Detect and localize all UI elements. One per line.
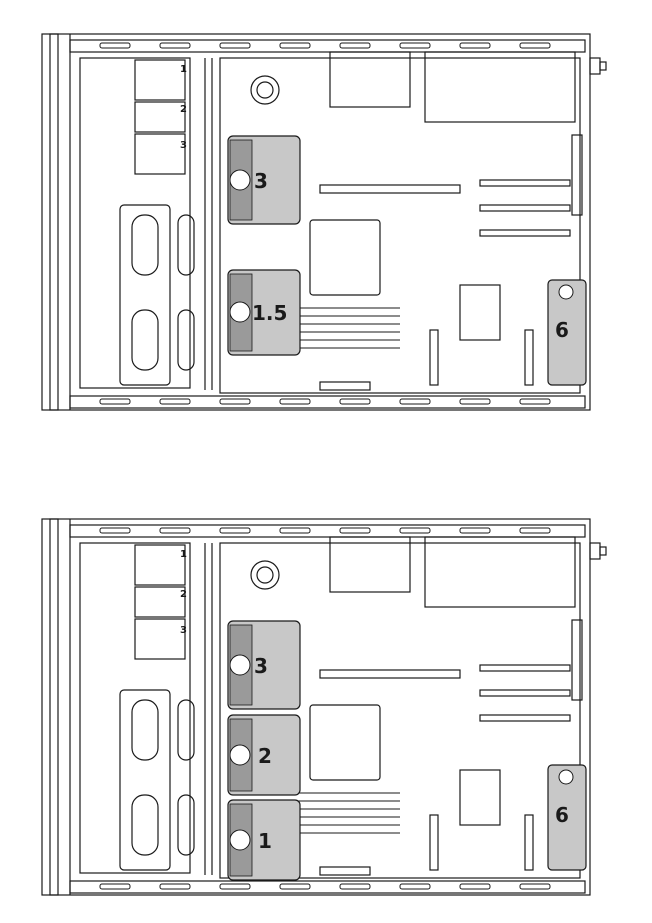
fan-icon — [230, 170, 250, 190]
fan-module-6: 6 — [548, 765, 586, 870]
chassis-outline — [42, 34, 590, 410]
bay-label-1: 1 — [180, 549, 187, 560]
fan-icon — [559, 285, 573, 299]
psu-bay — [330, 52, 410, 107]
fan-label: 1.5 — [252, 301, 287, 325]
bay-label-3: 3 — [180, 625, 187, 636]
fan-module-3: 3 — [228, 621, 300, 709]
fan-label: 3 — [254, 169, 268, 193]
fan-label: 6 — [555, 318, 569, 342]
fan-icon — [230, 655, 250, 675]
front-bezel — [50, 34, 58, 410]
chassis-drawing: 1 2 3 3 2 1 6 — [40, 515, 620, 900]
fan-icon — [230, 302, 250, 322]
fan-label: 2 — [258, 744, 272, 768]
cpu-heatsink — [310, 220, 380, 295]
chassis-diagram-bottom: 1 2 3 3 2 1 6 — [40, 515, 620, 900]
bay-label-1: 1 — [180, 64, 187, 75]
front-bezel — [50, 519, 58, 895]
fan-module-2: 2 — [228, 715, 300, 795]
cpu-heatsink — [310, 705, 380, 780]
bay-label-3: 3 — [180, 140, 187, 151]
fan-module-1-5: 1.5 — [228, 270, 300, 355]
fan-module-3: 3 — [228, 136, 300, 224]
fan-label: 6 — [555, 803, 569, 827]
fan-label: 3 — [254, 654, 268, 678]
psu-bay — [330, 537, 410, 592]
fan-icon — [559, 770, 573, 784]
fan-module-1: 1 — [228, 800, 300, 880]
chassis-drawing: 1 2 3 3 1.5 6 — [40, 30, 620, 415]
fan-icon — [230, 745, 250, 765]
chassis-diagram-top: 1 2 3 3 1.5 6 — [40, 30, 620, 415]
fan-module-6: 6 — [548, 280, 586, 385]
bay-label-2: 2 — [180, 104, 187, 115]
bay-label-2: 2 — [180, 589, 187, 600]
rear-thumbscrew — [590, 543, 600, 559]
chassis-outline — [42, 519, 590, 895]
fan-label: 1 — [258, 829, 272, 853]
fan-icon — [230, 830, 250, 850]
rear-thumbscrew — [590, 58, 600, 74]
